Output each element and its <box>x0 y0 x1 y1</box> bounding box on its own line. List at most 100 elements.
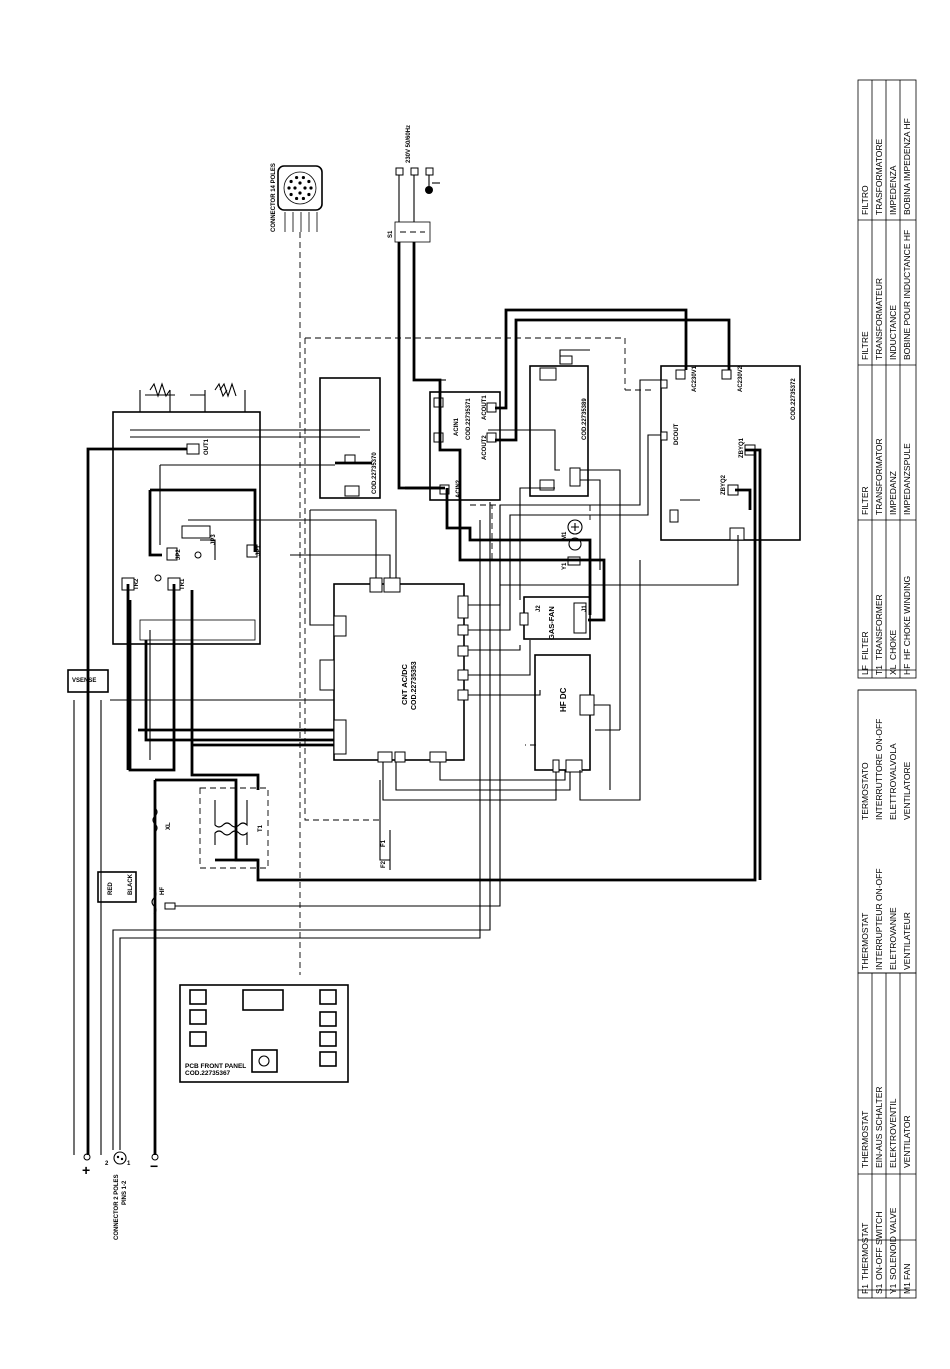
tr1-label: TR1 <box>180 578 186 590</box>
legend-de-4: VENTILATOR <box>902 1115 912 1168</box>
legend-lf-code: LF <box>860 665 870 675</box>
mains-label: 230V 50/60Hz <box>406 125 412 163</box>
connector-pin <box>295 175 299 180</box>
black-label: BLACK <box>128 873 134 895</box>
minus-terminal: − <box>150 1158 158 1174</box>
hf-dc-board: HF DC <box>534 654 595 773</box>
legend2-fr-2: TRANSFORMATEUR <box>874 278 884 360</box>
ac230v2-label: AC230V2 <box>738 365 744 392</box>
connector-pin <box>295 196 299 201</box>
control-board: CNT AC/DC COD.22735353 <box>319 577 469 763</box>
control-board-title: CNT AC/DC <box>400 663 409 705</box>
mains-input: 230V 50/60Hz <box>395 125 440 194</box>
gas-fan-label: GAS-FAN <box>547 606 556 640</box>
legend2-it-3: IMPEDENZA <box>888 165 898 215</box>
t1-label: T1 <box>258 824 264 832</box>
f1-label: F1 <box>381 839 387 847</box>
legend-it-2: INTERRUTTORE ON-OFF <box>874 719 884 820</box>
hf-dc-label: HF DC <box>559 687 568 712</box>
connector-pin <box>301 175 305 180</box>
legend2-de-4: IMPEDANZSPULE <box>902 443 912 515</box>
legend2-it-4: BOBINA IMPEDENZA HF <box>902 118 912 215</box>
legend-fr-4: VENTILATEUR <box>902 912 912 970</box>
fan-m1 <box>567 519 583 551</box>
connector-pin <box>309 186 313 190</box>
connector-pin <box>289 192 293 197</box>
legend-s1-code: S1 <box>874 1283 884 1294</box>
legend-f1-code: F1 <box>860 1284 870 1294</box>
tr2-label: TR2 <box>134 578 140 590</box>
zbyq2-label: ZBYQ2 <box>721 474 727 495</box>
legend-de-2: EIN-AUS SCHALTER <box>874 1086 884 1168</box>
legend-it-1: TERMOSTATO <box>860 762 870 820</box>
legend-m1: FAN <box>902 1263 912 1280</box>
jp2-label: JP2 <box>176 549 182 560</box>
legend-hf-code: HF <box>902 664 912 675</box>
legend-fr-2: INTERRUPTEUR ON-OFF <box>874 868 884 970</box>
connector-pin <box>298 191 302 195</box>
jp3-label: JP3 <box>211 534 217 545</box>
legend-texts: F1 THERMOSTAT S1 ON-OFF SWITCH Y1 SOLENO… <box>860 118 912 1294</box>
connector-14-label: CONNECTOR 14 POLES <box>271 163 277 232</box>
legend-table-top <box>857 79 917 974</box>
legend-m1-code: M1 <box>902 1282 912 1294</box>
ground-icon <box>425 186 433 194</box>
legend2-it-2: TRASFORMATORE <box>874 138 884 215</box>
legend2-fr-3: INDUCTANCE <box>888 305 898 360</box>
s1-label: S1 <box>388 230 394 238</box>
control-board-code: COD.22735353 <box>411 661 418 710</box>
legend-y1-code: Y1 <box>888 1283 898 1294</box>
acout1-label: ACOUT1 <box>482 395 488 420</box>
legend2-de-3: IMPEDANZ <box>888 471 898 515</box>
board-22735389: COD.22735389 <box>529 355 589 497</box>
legend-fr-3: ELETROVANNE <box>888 907 898 970</box>
power-wiring <box>86 308 762 1155</box>
legend-s1: ON-OFF SWITCH <box>874 1212 884 1280</box>
board-22735370: COD.22735370 <box>319 377 381 499</box>
front-panel-code: COD.22735367 <box>185 1070 231 1077</box>
legend2-it-1: FILTRO <box>860 185 870 215</box>
connector-pin <box>307 179 311 184</box>
vsense-label: VSENSE <box>72 678 96 684</box>
j2-label: J2 <box>536 605 542 612</box>
legend-f1: THERMOSTAT <box>860 1223 870 1280</box>
legend-lf: FILTER <box>860 631 870 660</box>
red-label: RED <box>108 882 114 895</box>
connector-pin <box>301 196 305 201</box>
connector-2-label: CONNECTOR 2 POLES <box>114 1174 120 1240</box>
legend-de-1: THERMOSTAT <box>860 1111 870 1168</box>
connector-14-poles: CONNECTOR 14 POLES <box>271 163 323 232</box>
legend-t1-code: T1 <box>874 665 884 675</box>
choke-xl: XL <box>152 807 172 833</box>
jp1-label: JP1 <box>256 545 262 556</box>
pin2-label: 2 <box>105 1161 109 1167</box>
dashed-wiring <box>304 337 655 821</box>
connector-2-pins: PINS 1-2 <box>122 1180 128 1205</box>
switch-s1: S1 <box>388 221 431 243</box>
legend2-de-1: FILTER <box>860 486 870 515</box>
xl-label: XL <box>166 822 172 830</box>
connector-pin <box>298 181 302 185</box>
power-board-left: OUT1 JP3 JP2 JP1 TR2 TR1 <box>112 382 262 645</box>
m1-label: M1 <box>562 531 568 540</box>
legend-it-4: VENTILATORE <box>902 761 912 820</box>
acout2-label: ACOUT2 <box>482 435 488 460</box>
legend2-fr-4: BOBINE POUR INDUCTANCE HF <box>902 230 912 360</box>
legend-xl-code: XL <box>888 664 898 675</box>
legend-it-3: ELETTROVALVOLA <box>888 743 898 820</box>
front-panel-title: PCB FRONT PANEL <box>185 1063 246 1070</box>
board-370-code: COD.22735370 <box>372 452 378 494</box>
output-terminals: + − 2 1 CONNECTOR 2 POLES PINS 1-2 <box>82 1151 159 1240</box>
legend-xl: CHOKE <box>888 629 898 660</box>
connector-pin <box>303 186 307 190</box>
pin1-label: 1 <box>127 1161 131 1167</box>
legend-hf: HF CHOKE WINDING <box>902 576 912 660</box>
acin1-label: ACIN1 <box>454 417 460 436</box>
board-372-code: COD.22735372 <box>791 378 797 420</box>
legend-de-3: ELEKTROVENTIL <box>888 1098 898 1168</box>
zbyq1-label: ZBYQ1 <box>739 437 745 458</box>
plus-terminal: + <box>82 1162 90 1178</box>
y1-label: Y1 <box>562 562 568 570</box>
